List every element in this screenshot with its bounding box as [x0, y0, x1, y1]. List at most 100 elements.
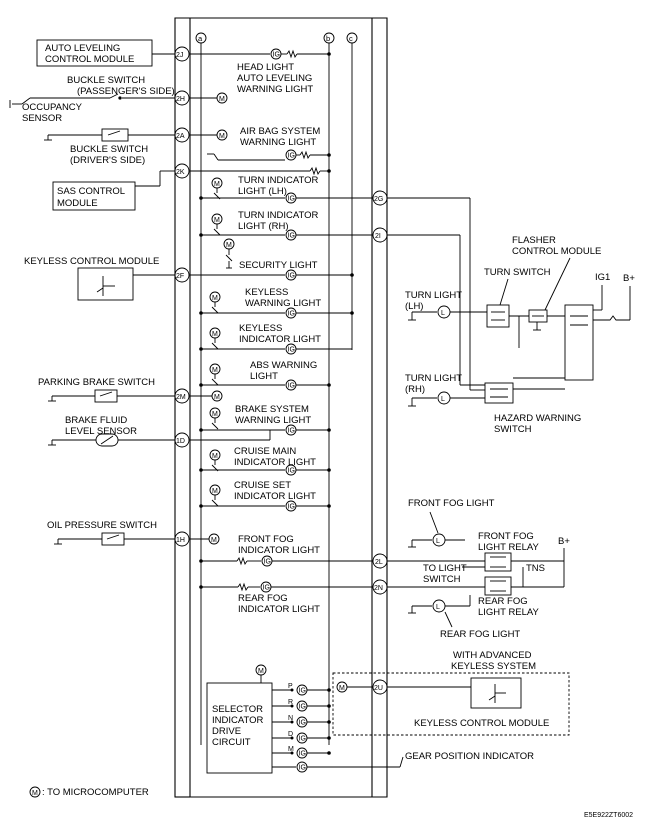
svg-text:M: M — [212, 331, 218, 338]
svg-text:B+: B+ — [623, 273, 635, 284]
gear-position-lines: P IG R IG N IG D IG M IG — [272, 683, 534, 773]
svg-text:(RH): (RH) — [405, 384, 425, 395]
advanced-keyless-system: WITH ADVANCED KEYLESS SYSTEM M KEYLESS C… — [332, 650, 570, 736]
svg-text:(PASSENGER'S SIDE): (PASSENGER'S SIDE) — [77, 86, 175, 97]
svg-text:M: M — [214, 394, 220, 401]
svg-text:M: M — [288, 746, 294, 753]
svg-text:REAR FOG: REAR FOG — [238, 593, 288, 604]
svg-text:M: M — [212, 295, 218, 302]
abs-warning: M IG ABS WARNING LIGHT — [199, 360, 331, 391]
svg-text:REAR FOG LIGHT: REAR FOG LIGHT — [440, 629, 520, 640]
terminal-2g: 2G — [374, 196, 383, 203]
svg-text:IG: IG — [264, 559, 271, 566]
figure-code: E5E922ZT6002 — [584, 812, 633, 819]
terminal-2n: 2N — [374, 585, 383, 592]
svg-text:WITH ADVANCED: WITH ADVANCED — [453, 650, 532, 661]
svg-text:L: L — [441, 310, 445, 317]
svg-text:AUTO LEVELING: AUTO LEVELING — [45, 43, 120, 54]
svg-text:SWITCH: SWITCH — [423, 574, 461, 585]
svg-text:INDICATOR LIGHT: INDICATOR LIGHT — [239, 334, 321, 345]
svg-text:BUCKLE SWITCH: BUCKLE SWITCH — [70, 144, 148, 155]
svg-text:IG: IG — [288, 504, 295, 511]
svg-text:(DRIVER'S SIDE): (DRIVER'S SIDE) — [70, 155, 145, 166]
cruise-set: M IG CRUISE SET INDICATOR LIGHT — [199, 480, 331, 512]
keyless-indicator: M IG KEYLESS INDICATOR LIGHT — [199, 323, 352, 355]
sas-internal — [190, 166, 331, 176]
svg-text:IG: IG — [299, 688, 306, 695]
svg-text:TURN INDICATOR: TURN INDICATOR — [238, 175, 319, 186]
svg-text:FLASHER: FLASHER — [512, 235, 556, 246]
svg-text:M: M — [219, 133, 225, 140]
terminal-1d: 1D — [176, 438, 185, 445]
svg-text:M: M — [339, 685, 345, 692]
flasher-turn-system: FLASHER CONTROL MODULE TURN SWITCH TURN … — [387, 197, 635, 435]
svg-text:SWITCH: SWITCH — [494, 424, 532, 435]
terminal-2l: 2L — [375, 559, 383, 566]
svg-text:N: N — [288, 715, 293, 722]
headlight-leveling-circuit: IG HEAD LIGHT AUTO LEVELING WARNING LIGH… — [190, 48, 331, 95]
svg-text:IG: IG — [288, 273, 295, 280]
terminal-1h: 1H — [176, 537, 185, 544]
svg-text:IG: IG — [288, 383, 295, 390]
svg-text:IG1: IG1 — [595, 272, 610, 283]
svg-text:LIGHT (RH): LIGHT (RH) — [238, 221, 289, 232]
terminal-2f: 2F — [176, 273, 184, 280]
parking-brake-switch: PARKING BRAKE SWITCH — [38, 377, 175, 403]
svg-text:KEYLESS CONTROL MODULE: KEYLESS CONTROL MODULE — [414, 718, 549, 729]
svg-text:HEAD LIGHT: HEAD LIGHT — [237, 62, 294, 73]
terminal-2u: 2U — [374, 685, 383, 692]
svg-text:CRUISE SET: CRUISE SET — [234, 480, 291, 491]
svg-text:M: M — [258, 668, 264, 675]
svg-text:FRONT FOG LIGHT: FRONT FOG LIGHT — [408, 498, 495, 509]
svg-text:INDICATOR LIGHT: INDICATOR LIGHT — [234, 457, 316, 468]
svg-text:CIRCUIT: CIRCUIT — [212, 737, 251, 748]
keyless-warning: M IG KEYLESS WARNING LIGHT — [199, 287, 354, 319]
svg-text:INDICATOR LIGHT: INDICATOR LIGHT — [238, 604, 320, 615]
svg-text:CONTROL MODULE: CONTROL MODULE — [45, 54, 134, 65]
svg-text:AUTO LEVELING: AUTO LEVELING — [237, 73, 312, 84]
svg-text:INDICATOR: INDICATOR — [212, 715, 264, 726]
svg-text:IG: IG — [288, 196, 295, 203]
svg-text:WARNING LIGHT: WARNING LIGHT — [235, 415, 311, 426]
terminal-2m: 2M — [176, 394, 186, 401]
svg-text:INDICATOR LIGHT: INDICATOR LIGHT — [234, 491, 316, 502]
svg-text:M: M — [214, 217, 220, 224]
svg-text:CRUISE MAIN: CRUISE MAIN — [234, 446, 296, 457]
rear-fog-indicator: IG REAR FOG INDICATOR LIGHT — [199, 581, 373, 615]
turn-indicator-rh: M IG TURN INDICATOR LIGHT (RH) — [199, 210, 373, 241]
svg-text:WARNING LIGHT: WARNING LIGHT — [240, 137, 316, 148]
svg-text:IG: IG — [299, 736, 306, 743]
oil-pressure-internal: M — [190, 533, 220, 545]
svg-text:TURN SWITCH: TURN SWITCH — [484, 267, 551, 278]
terminal-2j: 2J — [176, 52, 183, 59]
svg-text:M: M — [214, 181, 220, 188]
occupancy-micro: M — [190, 92, 228, 104]
svg-text:P: P — [288, 683, 293, 690]
svg-text:M: M — [219, 96, 225, 103]
svg-text:MODULE: MODULE — [57, 198, 98, 209]
svg-text:BUCKLE SWITCH: BUCKLE SWITCH — [67, 75, 145, 86]
svg-text:M: M — [212, 367, 218, 374]
svg-text:LEVEL SENSOR: LEVEL SENSOR — [65, 426, 137, 437]
svg-text:B+: B+ — [558, 536, 570, 547]
svg-text:(LH): (LH) — [405, 301, 423, 312]
svg-text:BRAKE FLUID: BRAKE FLUID — [65, 415, 127, 426]
svg-text:R: R — [288, 699, 293, 706]
svg-text:KEYLESS CONTROL MODULE: KEYLESS CONTROL MODULE — [24, 256, 159, 267]
cruise-main: M IG CRUISE MAIN INDICATOR LIGHT — [199, 446, 331, 476]
svg-text:M: M — [32, 790, 38, 797]
buckle-switch-passenger: BUCKLE SWITCH (PASSENGER'S SIDE) OCCUPAN… — [9, 75, 175, 124]
buckle-switch-driver: BUCKLE SWITCH (DRIVER'S SIDE) — [44, 128, 175, 166]
svg-text:TURN LIGHT: TURN LIGHT — [405, 290, 462, 301]
svg-text:D: D — [288, 731, 293, 738]
svg-text:M: M — [212, 411, 218, 418]
svg-text:L: L — [436, 538, 440, 545]
svg-text:IG: IG — [299, 720, 306, 727]
bus-c-label: c — [349, 34, 353, 43]
svg-text:L: L — [441, 396, 445, 403]
svg-text:WARNING LIGHT: WARNING LIGHT — [245, 298, 321, 309]
security-light: M SECURITY LIGHT IG — [190, 238, 354, 281]
svg-text:REAR FOG: REAR FOG — [478, 596, 528, 607]
svg-text:: TO MICROCOMPUTER: : TO MICROCOMPUTER — [42, 787, 149, 798]
svg-text:KEYLESS: KEYLESS — [239, 323, 282, 334]
